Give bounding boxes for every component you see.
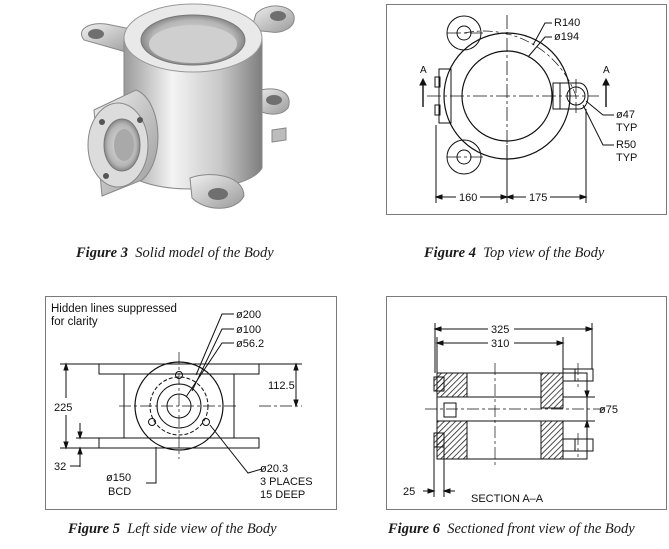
label-d56: ø56.2 <box>236 338 264 350</box>
dim-32: 32 <box>54 461 66 473</box>
dim-225: 225 <box>54 402 72 414</box>
note-line-2: for clarity <box>51 316 98 328</box>
dim-112-5: 112.5 <box>268 380 295 392</box>
figure-4-top-view: R140 ø194 A A ø47 TYP R50 TYP 160 175 <box>386 4 667 215</box>
label-r50: R50 <box>616 139 636 151</box>
label-d150: ø150 <box>106 472 131 484</box>
label-d20-3: ø20.3 <box>260 463 288 475</box>
dim-325: 325 <box>491 324 509 336</box>
section-a-left: A <box>420 65 427 76</box>
section-a-right: A <box>603 65 610 76</box>
figure-5-text: Left side view of the Body <box>127 521 277 537</box>
side-view-labels: Hidden lines suppressed for clarity ø200… <box>51 303 313 501</box>
figure-5-number: Figure 5 <box>68 521 120 537</box>
figure-4-number: Figure 4 <box>424 245 476 261</box>
label-typ-2: TYP <box>616 152 637 164</box>
figure-6-number: Figure 6 <box>388 521 440 537</box>
dim-25: 25 <box>403 486 415 498</box>
note-line-1: Hidden lines suppressed <box>51 303 177 315</box>
label-3-places: 3 PLACES <box>260 476 313 488</box>
figure-3-solid-model <box>66 0 310 215</box>
figure-6-section-view: 325 310 ø75 25 SECTION A–A <box>386 296 667 510</box>
label-d200: ø200 <box>236 309 261 321</box>
dim-310: 310 <box>491 338 509 350</box>
label-r140: R140 <box>554 17 580 29</box>
dim-175: 175 <box>529 192 547 204</box>
figure-5-caption: Figure 5 Left side view of the Body <box>68 521 277 538</box>
figure-6-caption: Figure 6 Sectioned front view of the Bod… <box>388 521 635 538</box>
figure-3-number: Figure 3 <box>76 245 128 261</box>
solid-model-image <box>81 3 295 209</box>
label-d194: ø194 <box>554 31 579 43</box>
side-view-drawing <box>60 313 302 484</box>
label-bcd: BCD <box>108 486 131 498</box>
section-title: SECTION A–A <box>471 493 544 505</box>
figure-6-text: Sectioned front view of the Body <box>447 521 635 537</box>
label-15-deep: 15 DEEP <box>260 489 305 501</box>
label-d47: ø47 <box>616 109 635 121</box>
label-d75: ø75 <box>599 404 618 416</box>
label-d100: ø100 <box>236 324 261 336</box>
figure-3-caption: Figure 3 Solid model of the Body <box>76 245 274 262</box>
dim-160: 160 <box>459 192 477 204</box>
section-view-labels: 325 310 ø75 25 SECTION A–A <box>403 324 618 505</box>
label-typ-1: TYP <box>616 122 637 134</box>
figure-3-text: Solid model of the Body <box>135 245 274 261</box>
top-view-labels: R140 ø194 A A ø47 TYP R50 TYP 160 175 <box>420 17 637 204</box>
figure-4-text: Top view of the Body <box>483 245 605 261</box>
figure-5-left-side-view: Hidden lines suppressed for clarity ø200… <box>45 296 337 510</box>
section-view-drawing <box>423 323 607 497</box>
top-view-drawing <box>419 15 614 203</box>
figure-4-caption: Figure 4 Top view of the Body <box>424 245 604 262</box>
